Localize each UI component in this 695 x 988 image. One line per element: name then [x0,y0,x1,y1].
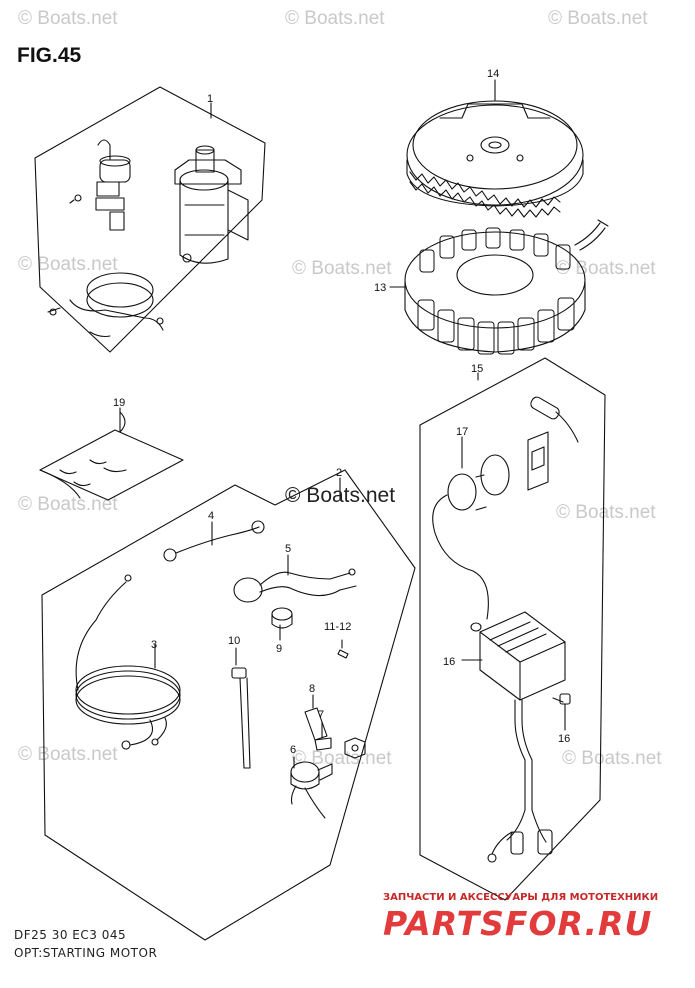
callout-6: 6 [290,744,296,756]
figure-title: FIG.45 [17,44,82,67]
watermark: © Boats.net [18,744,118,765]
watermark: © Boats.net [292,258,392,279]
callout-9: 9 [276,643,282,655]
switch-leads [233,554,357,603]
callout-10: 10 [228,635,240,647]
callout-4: 4 [208,510,214,522]
callout-5: 5 [285,543,291,555]
watermark: © Boats.net [292,748,392,769]
flywheel [406,79,584,218]
cable-tie [231,647,251,769]
parts-bag [39,407,184,501]
callout-15: 15 [471,363,483,375]
callout-11-12: 11-12 [324,621,351,633]
group-box-15 [419,357,606,901]
partsfor-tagline: ЗАПЧАСТИ И АКСЕССУАРЫ ДЛЯ МОТОТЕХНИКИ [383,892,659,903]
callout-1: 1 [207,93,213,105]
watermark: © Boats.net [18,8,118,29]
rectifier-regulator [461,611,571,863]
watermark: © Boats.net [562,748,662,769]
callout-3: 3 [151,639,157,651]
bolt [337,639,349,659]
callout-13: 13 [374,282,386,294]
callout-7: 7 [318,709,324,721]
coil-assembly [432,396,579,632]
stator [389,219,609,355]
callout-19: 19 [113,397,125,409]
mounting-band [47,272,164,338]
callout-14: 14 [487,68,499,80]
watermark: © Boats.net [556,502,656,523]
figure-subtitle: OPT:STARTING MOTOR [14,946,158,960]
callout-16: 16 [558,733,570,745]
group-box-2 [41,469,416,941]
watermark-center: © Boats.net [285,484,396,507]
callout-8: 8 [309,683,315,695]
figure-code: DF25 30 EC3 045 [14,928,127,942]
watermark: © Boats.net [285,8,385,29]
callout-16: 16 [443,656,455,668]
mount-bracket [304,694,332,751]
battery-cable [163,520,265,562]
watermark: © Boats.net [548,8,648,29]
watermark: © Boats.net [556,258,656,279]
callout-2: 2 [336,467,342,479]
partsfor-logo: PARTSFOR.RU [383,904,653,943]
nut [321,721,366,759]
callout-17: 17 [456,426,468,438]
neutral-switch [290,756,333,819]
grommet [271,607,293,641]
group-box-1 [34,86,266,353]
starter-relay [69,139,131,231]
watermark: © Boats.net [18,254,118,275]
starter-motor [174,145,249,264]
wire-harness [75,574,181,750]
watermark: © Boats.net [18,494,118,515]
